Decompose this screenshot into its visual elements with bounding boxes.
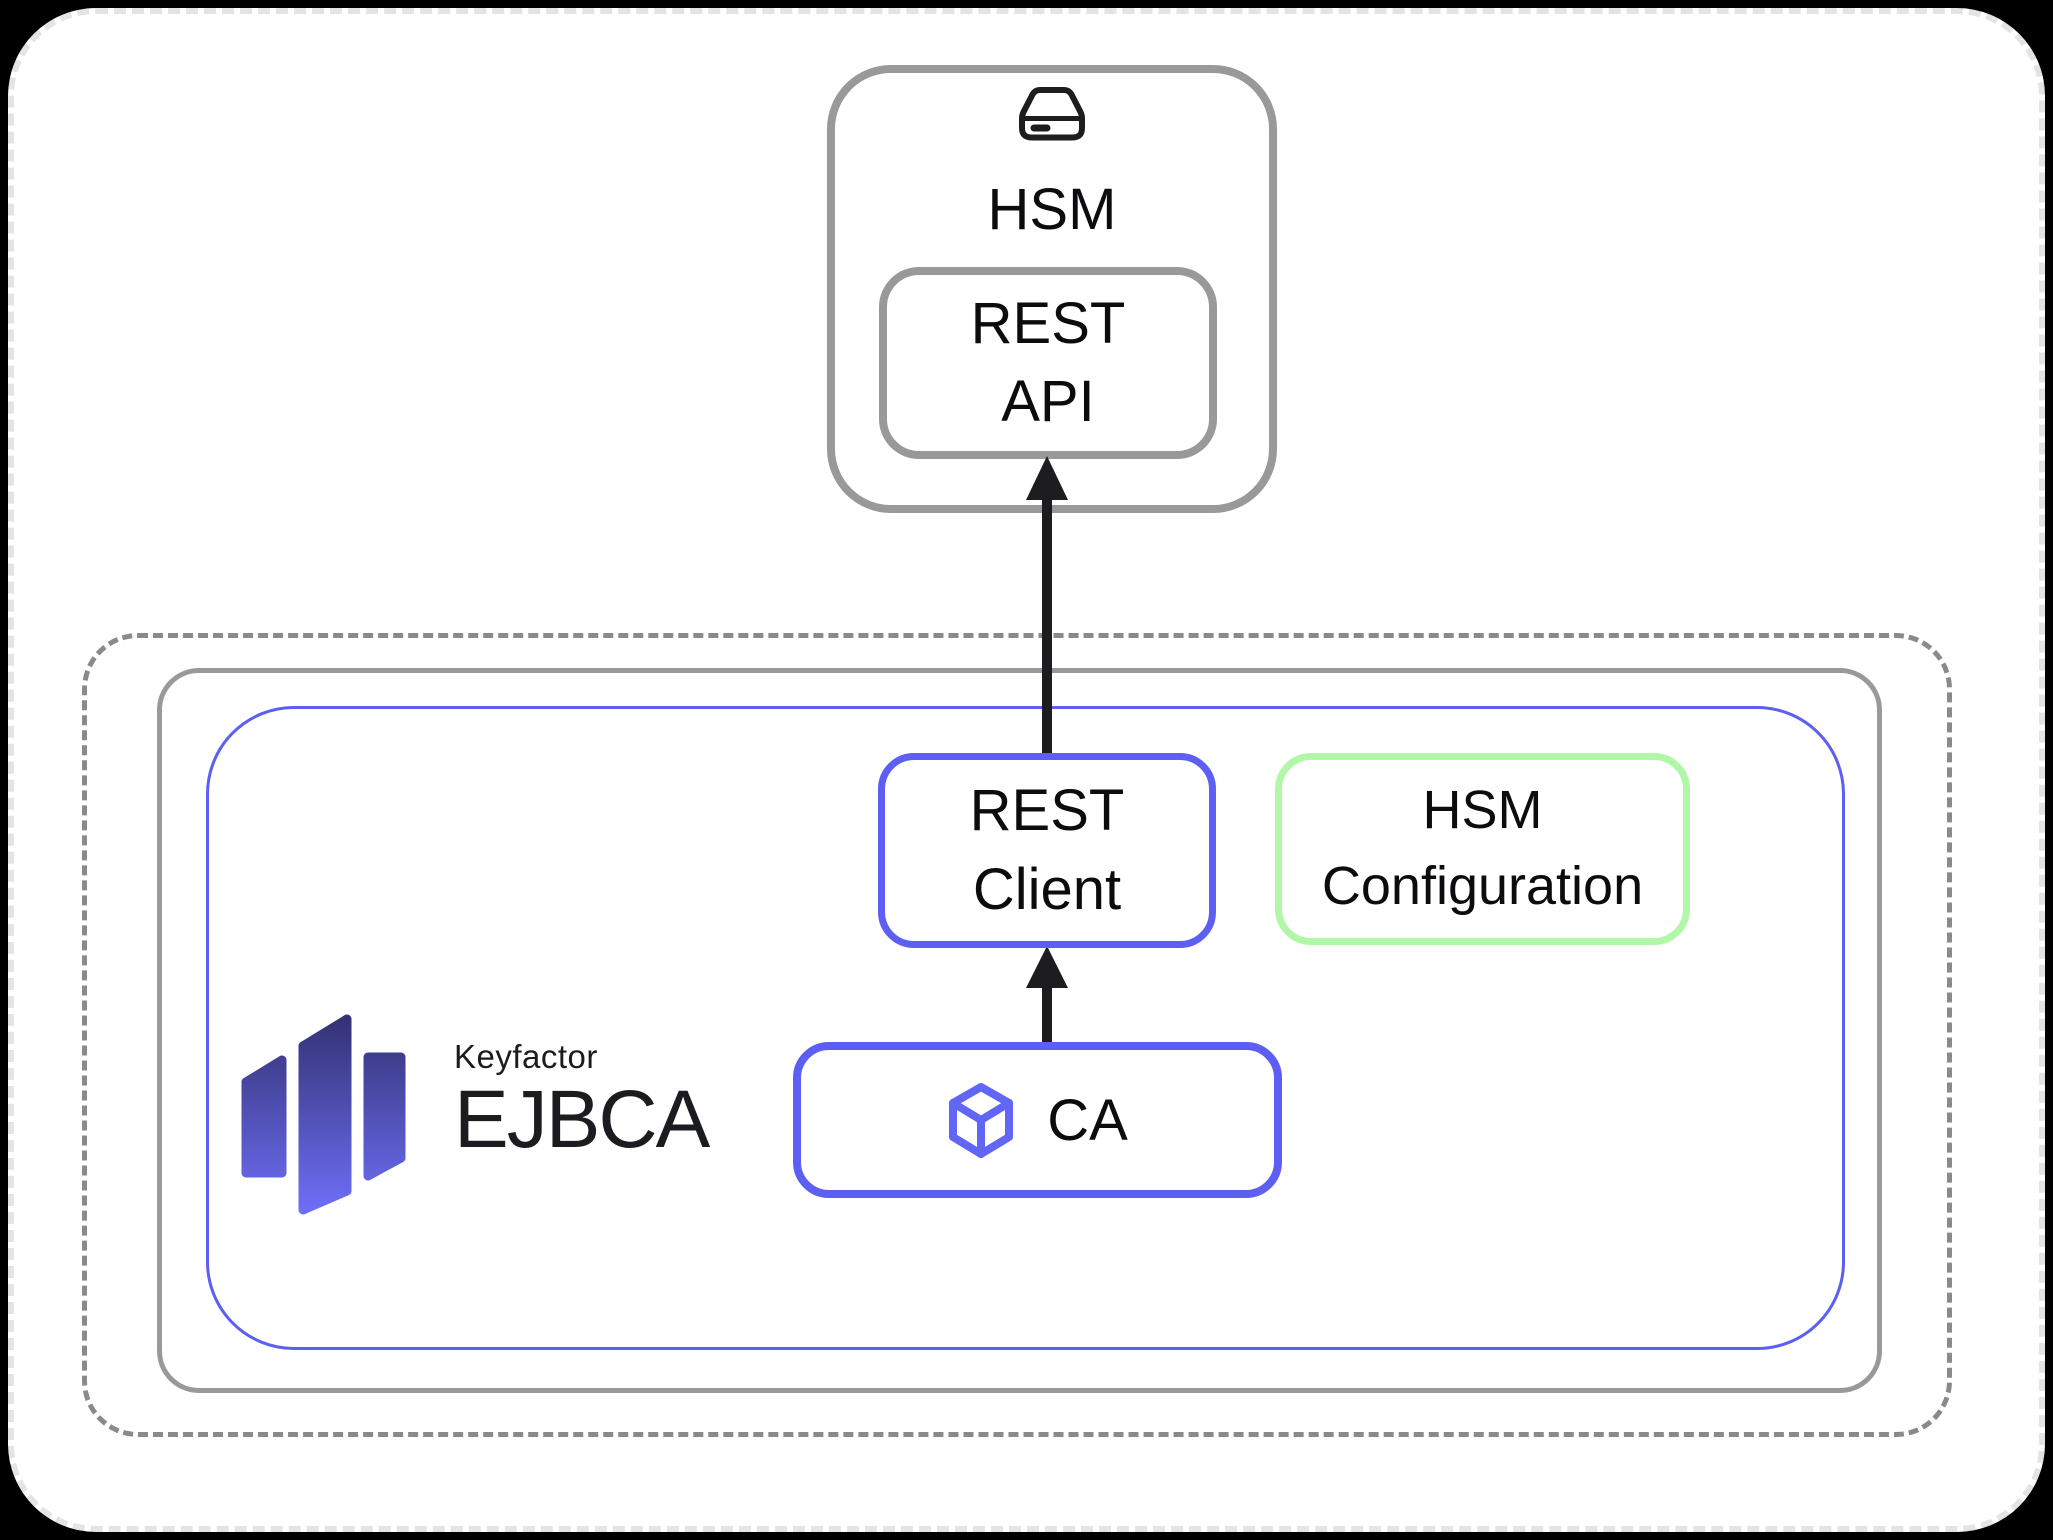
hsm-configuration-label-line2: Configuration <box>1321 856 1644 916</box>
host-gray-container <box>157 668 1882 1393</box>
rest-api-box: REST API <box>879 267 1217 459</box>
hsm-box: HSM REST API <box>827 65 1277 513</box>
rest-api-label-line2: API <box>1001 369 1095 434</box>
deployment-dashed-container <box>82 633 1952 1437</box>
logo-text: Keyfactor EJBCA <box>454 1012 710 1216</box>
hsm-configuration-box: HSM Configuration <box>1275 753 1690 945</box>
rest-client-label-line2: Client <box>972 856 1122 922</box>
keyfactor-bars-icon <box>241 1014 406 1215</box>
ejbca-blue-container <box>206 706 1845 1350</box>
cube-icon <box>949 1082 1014 1158</box>
rest-api-label-line1: REST <box>970 290 1126 356</box>
hsm-device-icon <box>835 85 1269 147</box>
ca-label: CA <box>1047 1087 1128 1153</box>
ejbca-product-text: EJBCA <box>454 1074 710 1165</box>
hsm-label: HSM <box>987 177 1117 242</box>
hsm-configuration-label-line1: HSM <box>1422 780 1543 841</box>
keyfactor-ejbca-logo: Keyfactor EJBCA <box>240 1012 710 1216</box>
ca-box: CA <box>793 1042 1282 1198</box>
rest-client-label-line1: REST <box>969 778 1125 844</box>
rest-client-box: REST Client <box>878 753 1216 948</box>
keyfactor-brand-text: Keyfactor <box>454 1038 598 1075</box>
